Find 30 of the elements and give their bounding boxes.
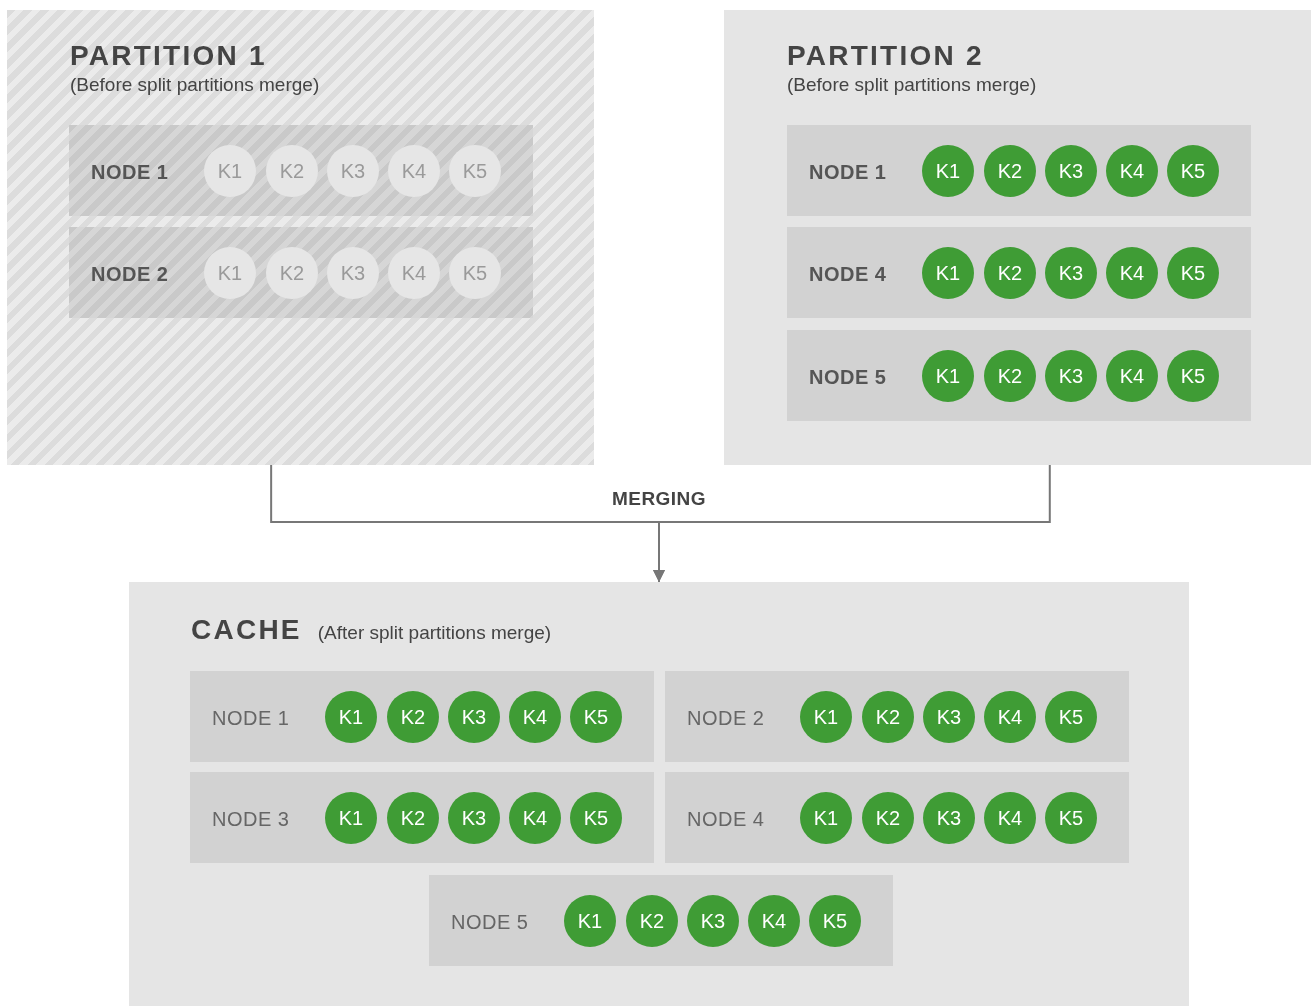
- group-panel: [724, 10, 1311, 465]
- panel-subtitle: (Before split partitions merge): [70, 73, 320, 97]
- merge-connector: [653, 464, 1051, 583]
- node-label: NODE 4: [687, 807, 765, 832]
- node-row: [190, 772, 654, 863]
- node-label: NODE 1: [212, 706, 290, 731]
- node-row: [787, 330, 1251, 421]
- panel-subtitle: (After split partitions merge): [317, 621, 552, 645]
- panel-title: PARTITION 2: [787, 39, 985, 73]
- node-row: [69, 125, 533, 216]
- node-label: NODE 1: [809, 160, 887, 185]
- panel-subtitle: (Before split partitions merge): [787, 73, 1037, 97]
- node-label: NODE 4: [809, 262, 887, 287]
- node-label: NODE 1: [91, 160, 169, 185]
- node-label: NODE 5: [451, 910, 529, 935]
- group-panel: [129, 582, 1189, 1006]
- panel-title: CACHE: [191, 613, 302, 647]
- node-label: NODE 5: [809, 365, 887, 390]
- panel-title: PARTITION 1: [70, 39, 268, 73]
- node-row: [787, 125, 1251, 216]
- group-panel: [7, 10, 594, 465]
- node-row: [69, 227, 533, 318]
- node-row: [190, 671, 654, 762]
- node-label: NODE 3: [212, 807, 290, 832]
- node-row: [429, 875, 893, 966]
- node-label: NODE 2: [91, 262, 169, 287]
- node-row: [665, 671, 1129, 762]
- node-label: NODE 2: [687, 706, 765, 731]
- node-row: [787, 227, 1251, 318]
- node-row: [665, 772, 1129, 863]
